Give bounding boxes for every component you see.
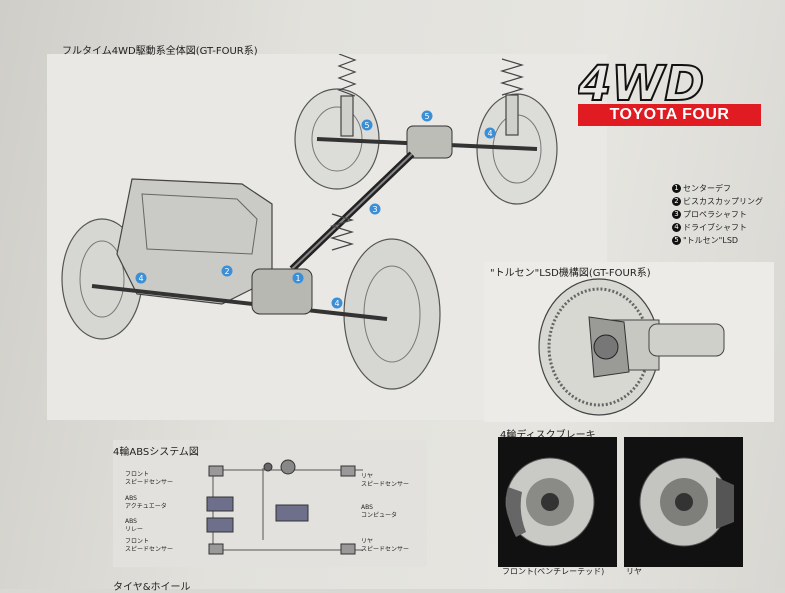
svg-text:4: 4 xyxy=(138,274,143,283)
abs-title: 4輪ABSシステム図 xyxy=(113,447,199,458)
svg-text:5: 5 xyxy=(424,112,429,121)
abs-rear-sensor-top-label: リヤ スピードセンサー xyxy=(361,473,410,488)
abs-front-sensor-top-label: フロント スピードセンサー xyxy=(125,471,174,486)
callout-markers: 5 5 4 3 2 1 4 4 xyxy=(135,110,496,309)
abs-front-sensor-bottom-label: フロント スピードセンサー xyxy=(125,538,174,553)
svg-text:3: 3 xyxy=(372,205,377,214)
rear-brake-photo xyxy=(624,437,743,567)
brakes-title: 4輪ディスクブレーキ xyxy=(500,430,596,441)
front-drive-shaft xyxy=(91,284,388,321)
abs-diagram-panel: フロント スピードセンサー ABS アクチュエータ ABS リレー フロント ス… xyxy=(113,440,427,567)
tires-wheels-heading: タイヤ&ホイール xyxy=(113,582,191,593)
drivetrain-diagram-panel: 5 5 4 3 2 1 4 4 xyxy=(47,53,607,420)
engine-block xyxy=(116,178,273,305)
svg-text:2: 2 xyxy=(224,267,229,276)
abs-relay-box xyxy=(206,517,234,533)
lsd-illustration xyxy=(538,278,725,416)
drivetrain-title: フルタイム4WD駆動系全体図(GT-FOUR系) xyxy=(62,46,258,57)
abs-actuator-box xyxy=(206,496,234,512)
lsd-diagram-panel xyxy=(484,262,774,422)
abs-computer-box xyxy=(275,504,309,522)
svg-text:1: 1 xyxy=(295,274,300,283)
logo-mark-text: 4WD xyxy=(578,56,704,112)
rear-right-spring xyxy=(499,58,525,136)
abs-schematic xyxy=(206,459,363,555)
abs-computer-label: ABS コンピュータ xyxy=(361,504,398,519)
front-brake-caption: フロント(ベンチレーテッド) xyxy=(502,567,605,576)
abs-actuator-label: ABS アクチュエータ xyxy=(125,495,167,510)
front-brake-photo xyxy=(498,437,617,567)
lsd-title: "トルセン"LSD機構図(GT-FOUR系) xyxy=(490,268,651,279)
svg-text:5: 5 xyxy=(364,121,369,130)
drivetrain-illustration: 5 5 4 3 2 1 4 4 xyxy=(61,53,558,390)
rear-brake-caption: リヤ xyxy=(626,567,642,576)
4wd-logo: 4WD xyxy=(578,56,705,113)
rear-differential xyxy=(406,125,453,159)
rear-left-spring xyxy=(337,53,357,137)
toyota-four-badge: TOYOTA FOUR xyxy=(578,104,761,126)
svg-text:4: 4 xyxy=(487,129,492,138)
abs-rear-sensor-bottom-label: リヤ スピードセンサー xyxy=(361,538,410,553)
legend-item: 5"トルセン"LSD xyxy=(672,234,763,247)
abs-relay-label: ABS リレー xyxy=(125,518,144,533)
svg-text:4: 4 xyxy=(334,299,339,308)
